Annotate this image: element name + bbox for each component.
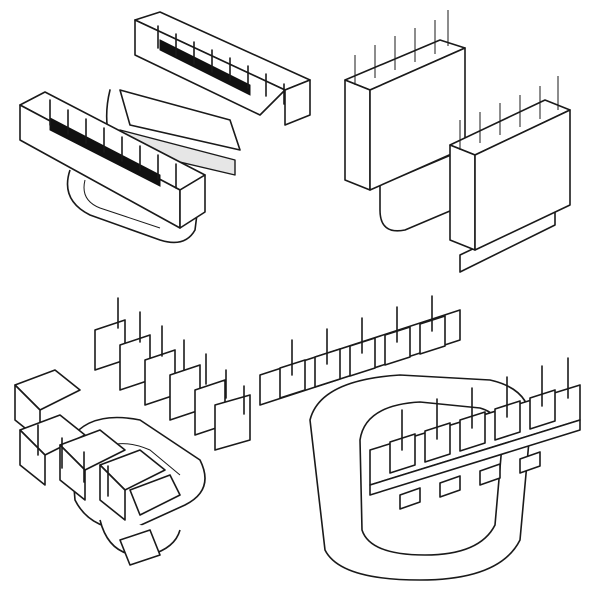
left-pins — [354, 10, 449, 85]
bobbin-angled-pins — [0, 290, 270, 600]
bobbin-open-frame — [250, 280, 600, 600]
front-pin-rail — [369, 357, 581, 496]
back-pins — [157, 25, 285, 105]
front-header-slot — [49, 117, 161, 187]
bobbin-open-frame-drawing — [259, 295, 581, 581]
bottom-tab — [119, 529, 161, 566]
back-header-slot — [159, 39, 251, 96]
left-block-side — [344, 79, 371, 191]
bottom-tabs — [399, 451, 541, 510]
front-pins — [49, 99, 177, 189]
back-header-side — [284, 79, 311, 126]
bobbin-horizontal-16pin — [0, 0, 320, 290]
rear-pin-row — [94, 297, 251, 451]
bobbin-angled-drawing — [14, 297, 251, 566]
rear-pin-rail — [259, 295, 461, 406]
right-block-side — [449, 144, 476, 251]
right-block-face — [474, 109, 571, 251]
bottom-ring-inner — [83, 179, 161, 229]
bobbin-vertical-drawing — [344, 10, 571, 273]
front-pin-row — [14, 369, 181, 521]
front-header-side — [179, 174, 206, 229]
right-pins — [459, 76, 559, 150]
bobbin-horizontal-drawing — [19, 11, 311, 244]
bobbin-vertical-dual-row — [320, 0, 600, 290]
core-top — [119, 89, 241, 151]
